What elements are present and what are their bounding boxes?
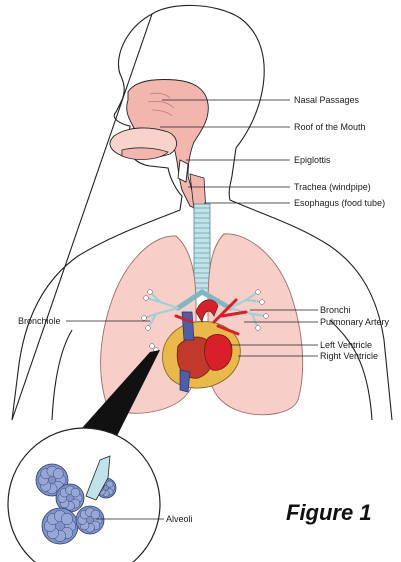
bronchiole-tip bbox=[142, 316, 147, 321]
superior-vena-cava bbox=[182, 312, 194, 340]
arm-line-right bbox=[330, 320, 372, 420]
alveolus-bubble bbox=[107, 481, 113, 487]
bronchiole-tip bbox=[144, 296, 149, 301]
alveolus-bubble bbox=[91, 510, 100, 519]
alveolus-bubble bbox=[61, 513, 73, 525]
label-left-ventricle: Left Ventricle bbox=[320, 340, 372, 350]
trachea-tube bbox=[194, 204, 210, 294]
label-pulmonary-artery: Pulmonary Artery bbox=[320, 317, 390, 327]
label-alveoli: Alveoli bbox=[166, 514, 193, 524]
label-bronchi: Bronchi bbox=[320, 305, 351, 315]
bronchiole-tip bbox=[150, 344, 155, 349]
inferior-vena-cava bbox=[180, 370, 190, 392]
figure-title: Figure 1 bbox=[286, 500, 372, 525]
arm-line-left bbox=[52, 330, 72, 420]
bronchiole-tip bbox=[256, 290, 261, 295]
bronchiole-tip bbox=[256, 326, 261, 331]
alveolus-bubble bbox=[71, 488, 80, 497]
epiglottis-flap bbox=[178, 160, 188, 182]
label-trachea: Trachea (windpipe) bbox=[294, 182, 371, 192]
label-roof-of-mouth: Roof of the Mouth bbox=[294, 122, 366, 132]
label-nasal-passages: Nasal Passages bbox=[294, 95, 360, 105]
label-right-ventricle: Right Ventricle bbox=[320, 351, 378, 361]
bronchiole-tip bbox=[148, 290, 153, 295]
label-esophagus: Esophagus (food tube) bbox=[294, 198, 385, 208]
bronchiole-tip bbox=[146, 326, 151, 331]
label-epiglottis: Epiglottis bbox=[294, 155, 331, 165]
bronchiole-tip bbox=[264, 314, 269, 319]
bronchiole-tip bbox=[260, 300, 265, 305]
alveolus-bubble bbox=[53, 469, 63, 479]
label-bronchiole: Bronchiole bbox=[18, 316, 61, 326]
